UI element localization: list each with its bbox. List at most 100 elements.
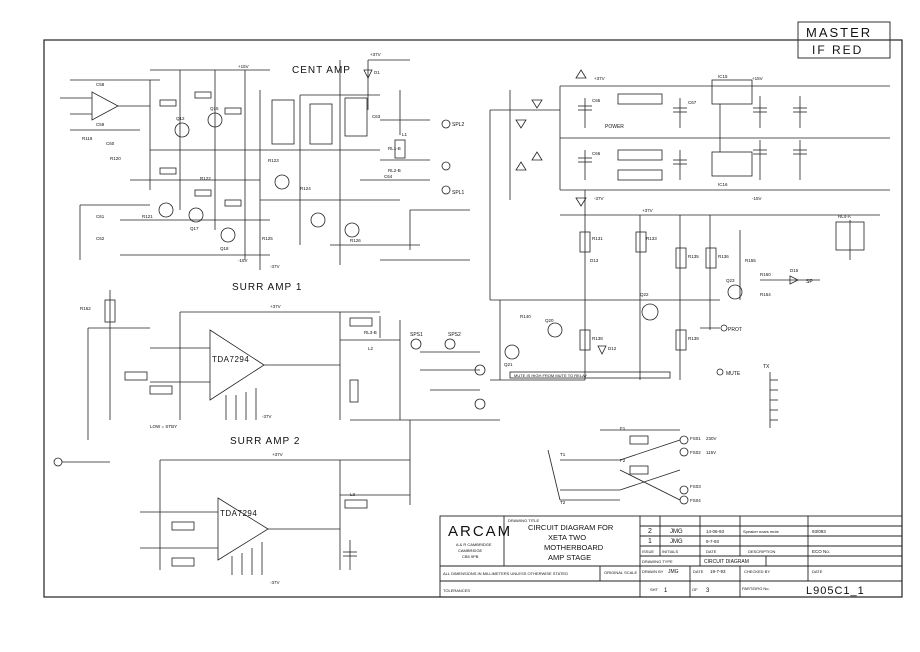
sheet-border — [43, 39, 903, 598]
label-ic15: IC15 — [718, 74, 728, 79]
label-rail-neg15-ps: -15V — [752, 196, 762, 201]
label-d15: D15 — [790, 268, 799, 273]
label-r120: R120 — [110, 156, 121, 161]
rev-1-issue: 2 — [648, 528, 652, 535]
label-r119: R119 — [82, 136, 93, 141]
label-rail-neg-s1: -37V — [262, 414, 272, 419]
dims-note: ALL DIMENSIONS IN MILLIMETERS UNLESS OTH… — [443, 571, 568, 576]
label-r138: R138 — [592, 336, 603, 341]
label-t2: T2 — [560, 500, 566, 505]
label-rail-pos-ps: +37V — [594, 76, 605, 81]
label-fs01: FS01 — [690, 436, 701, 441]
label-c61: C61 — [96, 214, 105, 219]
rev-2-issue: 1 — [648, 538, 652, 545]
mute-note: MUTE IS HIGH FROM MUTE TO RELAY — [514, 373, 587, 378]
of-value: 3 — [706, 588, 710, 594]
label-q15: Q15 — [210, 106, 219, 111]
label-rail-neg-ps: -37V — [594, 196, 604, 201]
label-rl3: RL3-B — [364, 330, 377, 335]
label-rail-pos-prot: +37V — [642, 208, 653, 213]
hdr-issue: ISSUE — [642, 549, 654, 554]
date-value: 19-7-93 — [710, 569, 726, 574]
label-c58: C58 — [96, 82, 105, 87]
label-q23: Q23 — [726, 278, 735, 283]
label-q20: Q20 — [545, 318, 554, 323]
label-d1: D1 — [374, 70, 380, 75]
drawing-title-2: XETA TWO — [548, 533, 586, 542]
drawing-title-label: DRAWING TITLE — [508, 518, 539, 523]
label-q12: Q12 — [176, 116, 185, 121]
label-c64: C64 — [384, 174, 393, 179]
drawing-type-value: CIRCUIT DIAGRAM — [704, 559, 749, 565]
label-t1: T1 — [560, 452, 566, 457]
label-q21: Q21 — [504, 362, 513, 367]
conn-spl2: SPL2 — [452, 122, 464, 128]
label-l3: L3 — [350, 492, 356, 497]
drawn-by-value: JMG — [668, 569, 679, 575]
label-d13: D13 — [590, 258, 599, 263]
hdr-date: DATE — [706, 549, 717, 554]
label-c60: C60 — [106, 141, 115, 146]
label-rail-pos15-ps: +15V — [752, 76, 763, 81]
tx-connector — [769, 372, 778, 428]
conn-mute: MUTE — [726, 371, 741, 377]
label-r162: R162 — [80, 306, 91, 311]
label-q18: Q18 — [220, 246, 229, 251]
label-230v: 230V — [706, 436, 717, 441]
label-l1: L1 — [402, 132, 408, 137]
label-r126: R126 — [350, 238, 361, 243]
of-label: OF — [692, 587, 698, 592]
company-sub-3: CB5 9PB — [462, 554, 479, 559]
label-tx: TX — [763, 364, 770, 370]
label-r124: R124 — [300, 186, 311, 191]
sht-value: 1 — [664, 588, 668, 594]
master-stamp: MASTER IF RED — [797, 21, 891, 59]
label-c62: C62 — [96, 236, 105, 241]
tolerances-label: TOLERANCES — [443, 588, 470, 593]
label-f2: F2 — [620, 458, 626, 463]
label-r135: R135 — [688, 254, 699, 259]
label-ic16: IC16 — [718, 182, 728, 187]
protection-circuit — [490, 190, 880, 381]
stamp-line-2: IF RED — [812, 43, 863, 57]
drawing-title-3: MOTHERBOARD — [544, 543, 604, 552]
label-rail-pos15-a: +15V — [238, 64, 249, 69]
label-r160: R160 — [760, 272, 771, 277]
label-d12: D12 — [608, 346, 617, 351]
label-c67: C67 — [688, 100, 697, 105]
label-l2: L2 — [368, 346, 374, 351]
drawing-title-1: CIRCUIT DIAGRAM FOR — [528, 523, 614, 532]
label-q22: Q22 — [640, 292, 649, 297]
surr-amp-1-label: SURR AMP 1 — [232, 282, 302, 293]
part-no-value: L905C1_1 — [806, 585, 865, 597]
label-r133: R133 — [646, 236, 657, 241]
hdr-initials: INITIALS — [662, 549, 679, 554]
label-r164: R164 — [760, 292, 771, 297]
label-r131: R131 — [592, 236, 603, 241]
mains-circuit — [547, 429, 689, 505]
hdr-description: DESCRIPTION — [748, 549, 775, 554]
conn-sps2: SPS2 — [448, 332, 461, 338]
cent-amp-label: CENT AMP — [292, 65, 351, 76]
label-c63: C63 — [372, 114, 381, 119]
ic-1-label: TDA7294 — [212, 355, 249, 364]
label-r155: R155 — [745, 258, 756, 263]
label-r121: R121 — [142, 214, 153, 219]
label-r139: R139 — [688, 336, 699, 341]
cent-amp-circuit — [60, 59, 470, 270]
part-no-label: PART/DRG No. — [742, 586, 770, 591]
label-fs03: FS03 — [690, 484, 701, 489]
original-scale: ORIGINAL SCALE — [604, 570, 638, 575]
company-sub-2: CAMBRIDGE — [458, 548, 483, 553]
label-r122: R122 — [200, 176, 211, 181]
surr-amp-2-circuit — [140, 420, 411, 575]
surr-amp-2-label: SURR AMP 2 — [230, 436, 300, 447]
rev-1-desc: Speaker ncars mute — [743, 529, 780, 534]
label-fs04: FS04 — [690, 498, 701, 503]
rev-1-initials: JMG — [670, 529, 683, 535]
low-stby-note: LOW = STBY — [150, 424, 177, 429]
sht-label: SHT — [650, 587, 659, 592]
label-r125: R125 — [262, 236, 273, 241]
label-rl4: RL4-A — [838, 214, 851, 219]
